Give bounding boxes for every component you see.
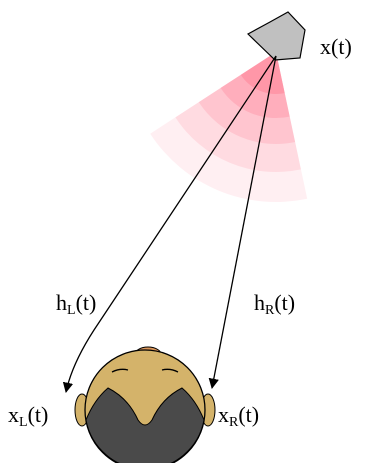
right-ear-signal-label: xR(t)	[218, 402, 260, 430]
left-transfer-label: hL(t)	[56, 290, 97, 318]
sound-wave-ring	[220, 52, 290, 119]
sound-wave-ring	[240, 52, 285, 95]
right-transfer-label: hR(t)	[254, 290, 296, 318]
left-ear-signal-label: xL(t)	[8, 402, 49, 430]
sound-wave-ring	[198, 52, 296, 145]
source-signal-label: x(t)	[320, 34, 352, 59]
loudspeaker-icon	[246, 11, 306, 61]
path-left-ear	[62, 55, 277, 394]
path-right-ear	[208, 55, 277, 390]
listener-head-icon	[74, 346, 216, 468]
